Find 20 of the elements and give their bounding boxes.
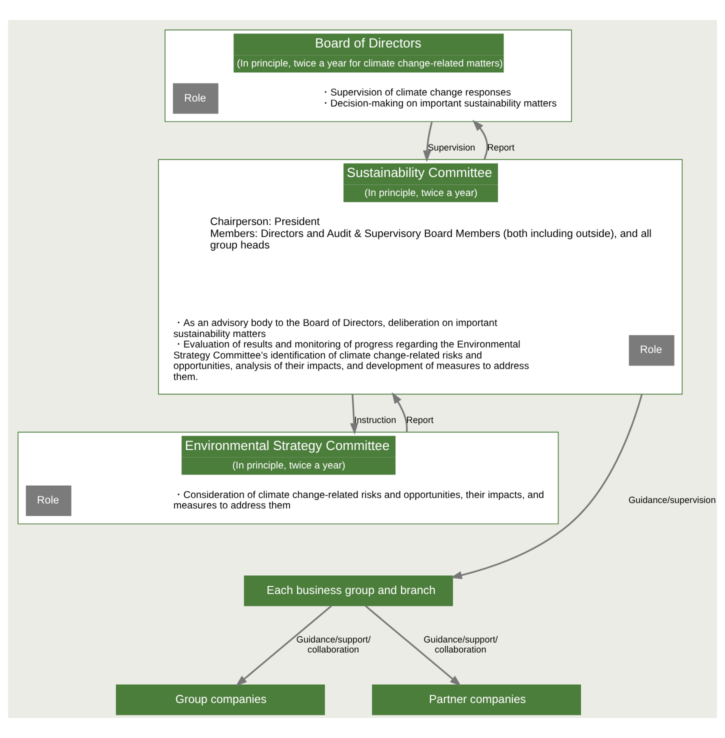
- arrow: [236, 605, 332, 686]
- arrow: [364, 605, 462, 686]
- arrow: [350, 394, 358, 435]
- arrow: [450, 394, 643, 580]
- node-box: Group companies: [116, 684, 325, 716]
- node-box: Role: [26, 485, 72, 516]
- node-box: Each business group and branch: [244, 576, 453, 606]
- node-box: Role: [628, 335, 674, 366]
- node-box: Partner companies: [372, 684, 581, 716]
- edge-label: Guidance/supervision: [628, 495, 716, 506]
- edge-label: Report: [487, 142, 514, 152]
- edge-label: Instruction: [354, 414, 396, 425]
- edge-label: Supervision: [428, 142, 476, 152]
- arrow: [472, 120, 488, 160]
- edge-label: Guidance/support/ collaboration: [296, 634, 371, 655]
- node-box: Role: [172, 83, 218, 114]
- edge-label: Report: [406, 414, 434, 425]
- edge-label: Guidance/support/ collaboration: [424, 634, 498, 655]
- arrow: [423, 121, 433, 162]
- arrow: [392, 392, 408, 432]
